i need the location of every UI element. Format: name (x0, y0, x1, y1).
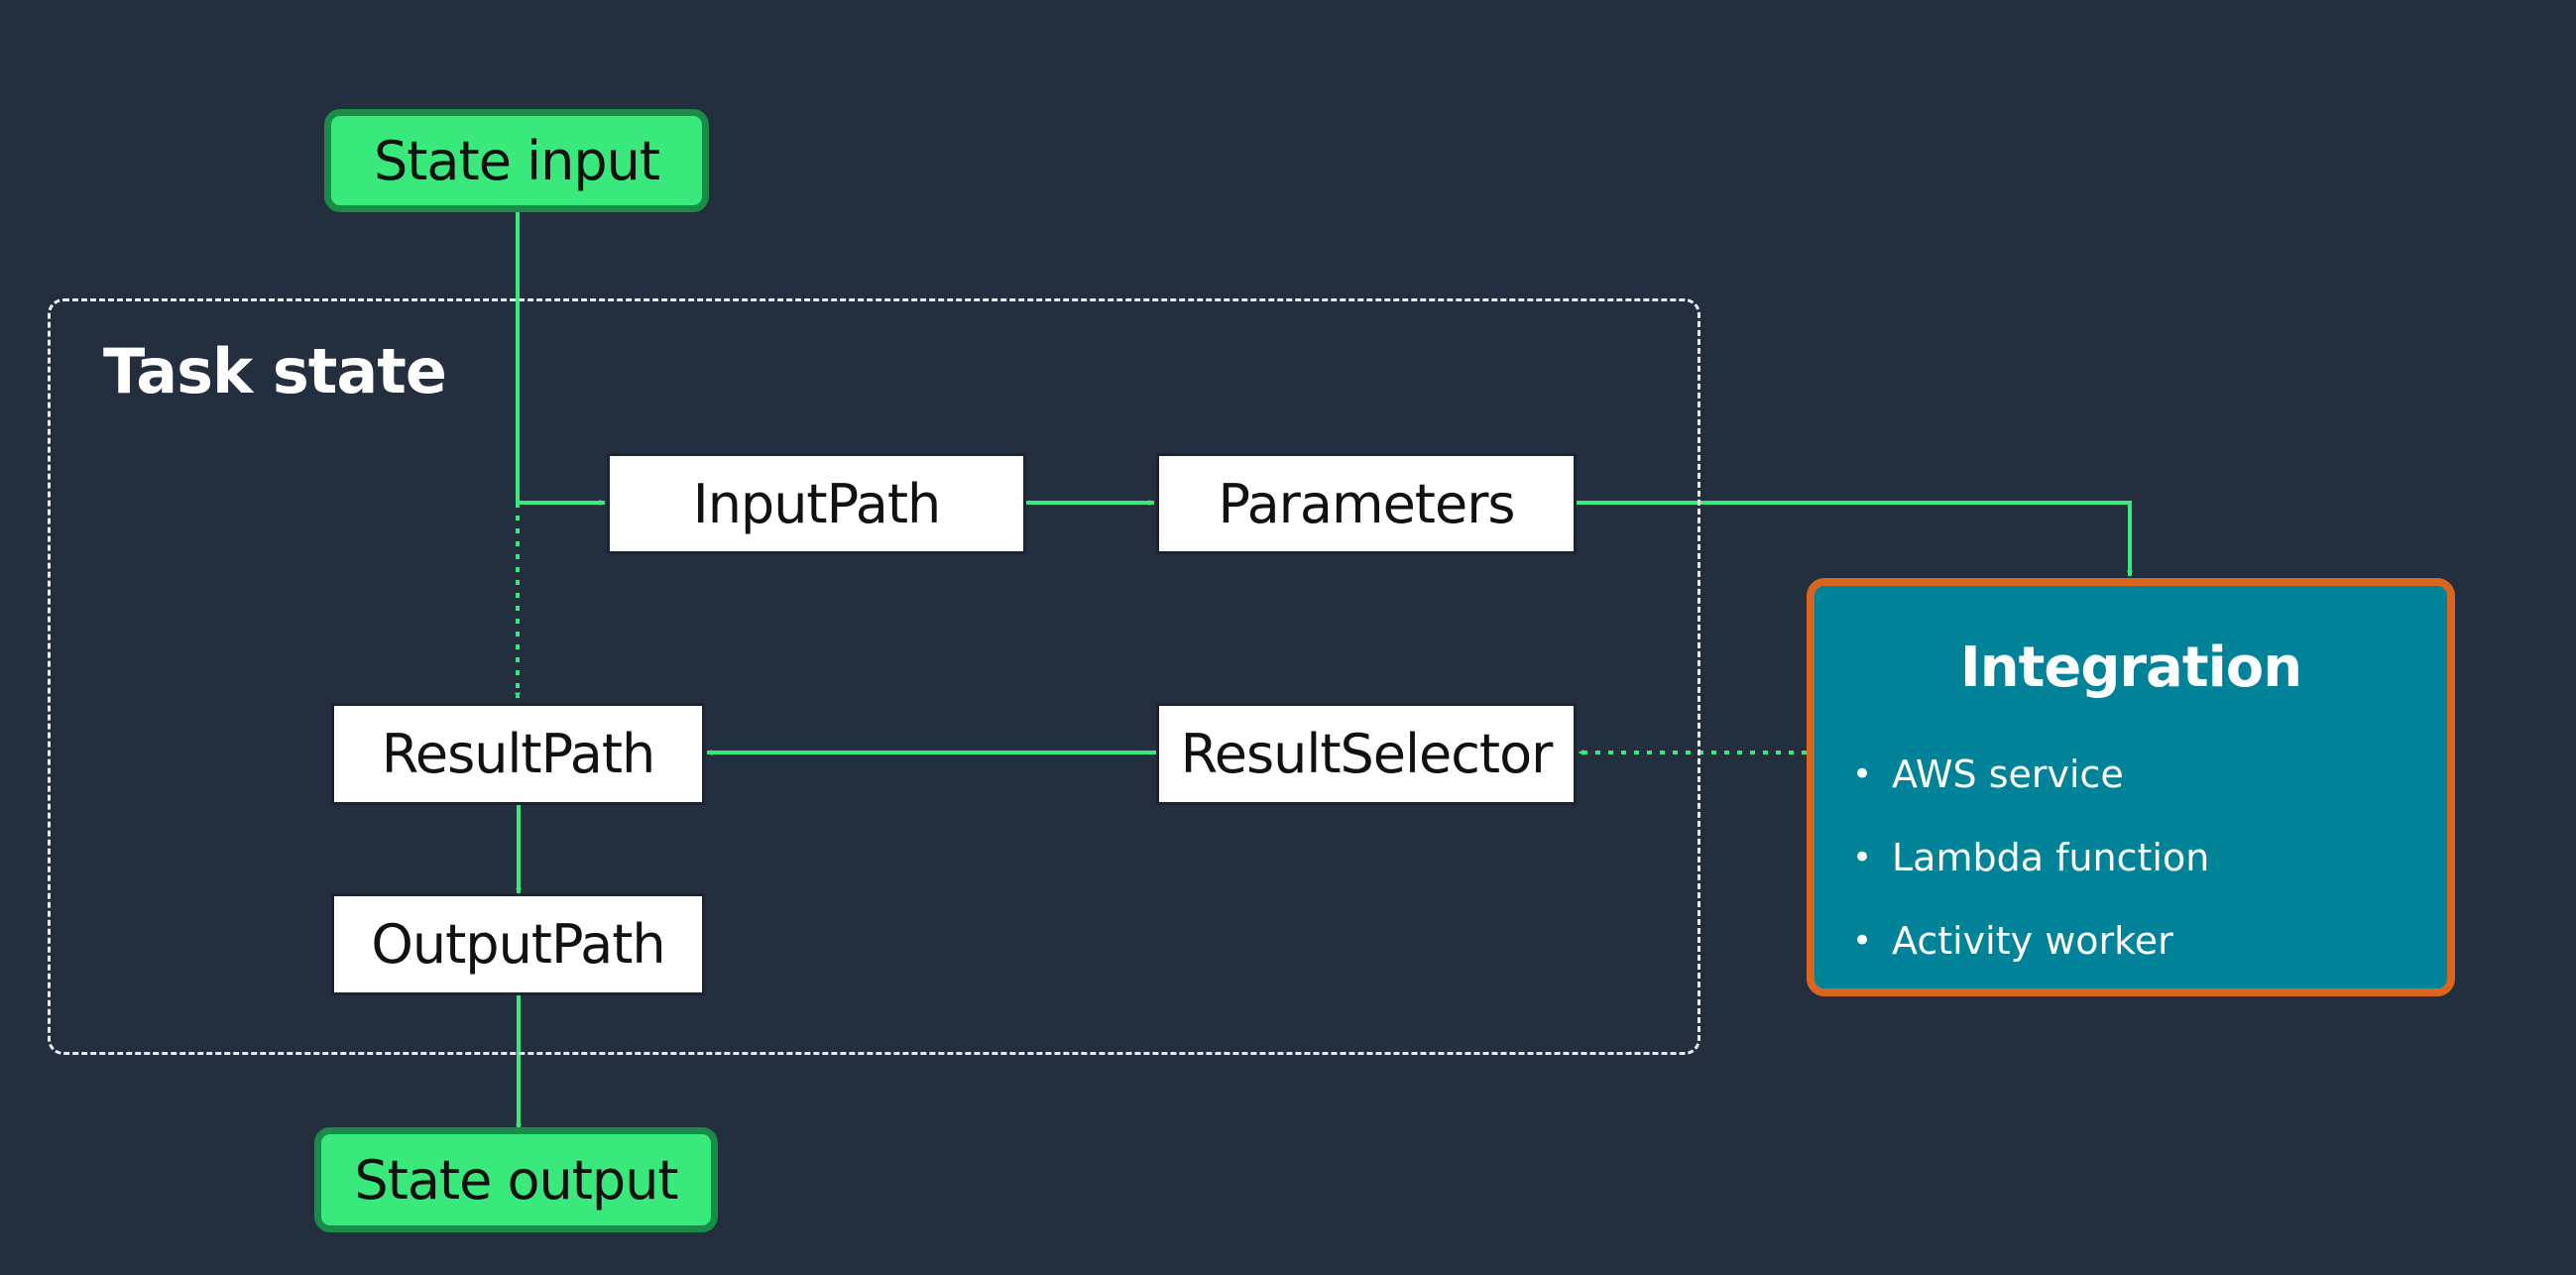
result-selector-node: ResultSelector (1156, 703, 1577, 805)
integration-item-label: AWS service (1892, 753, 2124, 796)
task-state-title: Task state (103, 335, 447, 407)
integration-item-lambda-function: • Lambda function (1852, 816, 2209, 899)
parameters-node: Parameters (1156, 453, 1577, 554)
integration-node: Integration • AWS service • Lambda funct… (1807, 578, 2455, 996)
task-state-frame (48, 298, 1700, 1055)
output-path-node: OutputPath (331, 893, 705, 995)
bullet-icon: • (1852, 838, 1873, 877)
bullet-icon: • (1852, 921, 1873, 961)
result-path-node: ResultPath (331, 703, 705, 805)
state-input-node: State input (324, 109, 709, 212)
integration-item-activity-worker: • Activity worker (1852, 899, 2209, 983)
integration-title: Integration (1959, 636, 2302, 700)
bullet-icon: • (1852, 754, 1873, 794)
integration-item-aws-service: • AWS service (1852, 733, 2209, 816)
input-path-node: InputPath (607, 453, 1026, 554)
edge-parameters-to-integration (1575, 501, 2133, 577)
integration-list: • AWS service • Lambda function • Activi… (1852, 733, 2209, 983)
integration-item-label: Lambda function (1892, 836, 2210, 879)
state-output-node: State output (314, 1127, 718, 1232)
integration-item-label: Activity worker (1892, 919, 2173, 963)
